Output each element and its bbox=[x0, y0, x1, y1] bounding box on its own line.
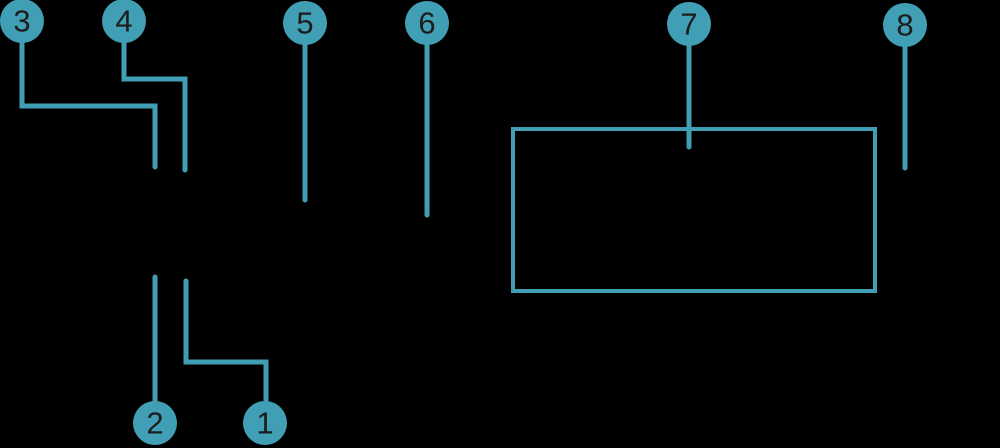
highlight-box bbox=[511, 127, 877, 293]
callout-badge-6 bbox=[405, 1, 449, 45]
callout-number-5: 5 bbox=[296, 6, 313, 41]
callout-badge-2 bbox=[133, 401, 177, 445]
callout-number-8: 8 bbox=[896, 8, 913, 43]
callout-badge-7 bbox=[667, 2, 711, 46]
callout-number-7: 7 bbox=[680, 7, 697, 42]
callout-badge-5 bbox=[283, 1, 327, 45]
callout-badge-8 bbox=[883, 3, 927, 47]
leader-line-4 bbox=[121, 40, 188, 173]
leader-line-3 bbox=[19, 40, 158, 170]
callout-number-2: 2 bbox=[146, 406, 163, 441]
callout-badge-3 bbox=[0, 0, 44, 43]
leader-line-1 bbox=[183, 278, 269, 405]
callout-number-6: 6 bbox=[418, 6, 435, 41]
callout-number-3: 3 bbox=[13, 4, 30, 39]
callout-number-4: 4 bbox=[115, 4, 132, 39]
callout-badge-4 bbox=[102, 0, 146, 43]
callout-number-1: 1 bbox=[256, 406, 273, 441]
callout-badge-1 bbox=[243, 401, 287, 445]
